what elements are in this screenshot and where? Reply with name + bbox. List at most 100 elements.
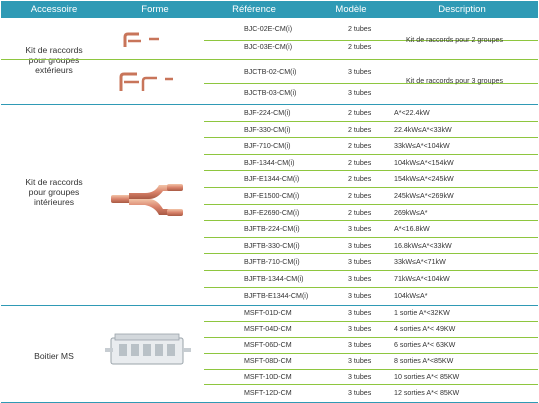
reference-cell: BJF-E1500-CM(i) <box>244 192 300 200</box>
description-cell: 4 sorties A*< 49KW <box>394 324 456 333</box>
header-reference: Référence <box>232 4 276 15</box>
reference-cell: BJF-224-CM(i) <box>244 109 291 117</box>
model-cell: 3 tubes <box>348 275 372 283</box>
merged-description-3-groups: Kit de raccords pour 3 groupes <box>406 77 504 85</box>
model-cell: 2 tubes <box>348 208 372 217</box>
accessory-line: Kit de raccords <box>25 177 83 187</box>
model-cell: 3 tubes <box>348 388 372 397</box>
description-cell: 104kW≤A*<154kW <box>394 158 454 167</box>
description-cell: 16.8kW≤A*<33kW <box>394 241 452 250</box>
accessory-outdoor-label: Kit de raccords pour groupes extérieurs <box>1 45 107 75</box>
table-row: BJF-710-CM(i) 2 tubes 33kW≤A*<104kW <box>204 138 538 155</box>
reference-cell: BJFTB-710-CM(i) <box>244 258 300 267</box>
model-cell: 3 tubes <box>348 258 372 267</box>
table-row: MSFT-12D-CM 3 tubes 12 sorties A*< 85KW <box>204 386 538 401</box>
description-cell: 71kW≤A*<104kW <box>394 275 450 283</box>
model-cell: 3 tubes <box>348 89 372 97</box>
table-row: MSFT-01D-CM 3 tubes 1 sortie A*<32KW <box>204 306 538 322</box>
reference-cell: BJF-710-CM(i) <box>244 142 291 151</box>
header-accessoire: Accessoire <box>30 4 78 15</box>
reference-cell: BJCTB-03-CM(i) <box>244 89 297 97</box>
table-header: Accessoire Forme Référence Modèle Descri… <box>1 1 538 18</box>
description-cell: 8 sorties A*<85KW <box>394 356 454 365</box>
model-cell: 2 tubes <box>348 175 372 184</box>
group-outdoor-kits: Kit de raccords pour groupes extérieurs … <box>1 19 538 105</box>
description-cell: A*<22.4kW <box>394 109 430 117</box>
accessory-line: pour groupes <box>28 55 80 65</box>
table-row: BJC-03E-CM(i) 2 tubes <box>204 40 538 59</box>
description-cell: 12 sorties A*< 85KW <box>394 388 460 397</box>
accessory-line: Kit de raccords <box>25 45 83 55</box>
model-cell: 3 tubes <box>348 241 372 250</box>
reference-cell: BJF-E2690-CM(i) <box>244 208 300 217</box>
model-cell: 3 tubes <box>348 340 372 349</box>
accessory-indoor-label: Kit de raccords pour groupes intérieures <box>1 177 107 207</box>
indoor-branch-joint-image <box>111 184 183 216</box>
table-row: BJF-224-CM(i) 2 tubes A*<22.4kW <box>204 105 538 122</box>
accessory-ms-label: Boitier MS <box>1 351 107 361</box>
description-cell: 10 sorties A*< 85KW <box>394 372 460 381</box>
table-row: BJC-02E-CM(i) 2 tubes <box>204 19 538 41</box>
model-cell: 2 tubes <box>348 109 372 117</box>
accessory-line: intérieures <box>33 197 75 207</box>
reference-cell: MSFT-12D-CM <box>244 388 292 397</box>
reference-cell: BJCTB-02-CM(i) <box>244 68 297 76</box>
reference-cell: BJFTB-E1344-CM(i) <box>244 291 309 300</box>
description-cell: 245kW≤A*<269kW <box>394 192 454 200</box>
reference-cell: BJFTB-1344-CM(i) <box>244 275 304 283</box>
table-row: MSFT-10D-CM 3 tubes 10 sorties A*< 85KW <box>204 370 538 386</box>
model-cell: 3 tubes <box>348 68 372 76</box>
description-cell: A*<16.8kW <box>394 225 430 234</box>
description-cell: 154kW≤A*<245kW <box>394 175 454 184</box>
reference-cell: MSFT-06D-CM <box>244 340 292 349</box>
table-row: BJFTB-1344-CM(i) 3 tubes 71kW≤A*<104kW <box>204 271 538 288</box>
model-cell: 2 tubes <box>348 158 372 167</box>
reference-cell: MSFT-08D-CM <box>244 356 292 365</box>
table-row: MSFT-04D-CM 3 tubes 4 sorties A*< 49KW <box>204 322 538 338</box>
group-divider <box>1 59 538 60</box>
table-row: MSFT-06D-CM 3 tubes 6 sorties A*< 63KW <box>204 338 538 354</box>
outdoor-2-pipe-joint-image <box>123 32 159 47</box>
reference-cell: BJF-330-CM(i) <box>244 125 291 134</box>
model-cell: 3 tubes <box>348 324 372 333</box>
description-cell: 6 sorties A*< 63KW <box>394 340 456 349</box>
description-cell: 104kW≤A* <box>394 291 428 300</box>
reference-cell: BJC-02E-CM(i) <box>244 25 293 33</box>
model-cell: 3 tubes <box>348 372 372 381</box>
table-row: BJF-330-CM(i) 2 tubes 22.4kW≤A*<33kW <box>204 122 538 139</box>
model-cell: 2 tubes <box>348 125 372 134</box>
description-cell: 1 sortie A*<32KW <box>394 309 450 317</box>
model-cell: 3 tubes <box>348 356 372 365</box>
merged-description-2-groups: Kit de raccords pour 2 groupes <box>406 36 504 44</box>
model-cell: 3 tubes <box>348 225 372 234</box>
model-cell: 2 tubes <box>348 142 372 151</box>
header-modele: Modèle <box>335 4 367 15</box>
table-row: MSFT-08D-CM 3 tubes 8 sorties A*<85KW <box>204 354 538 370</box>
accessory-line: pour groupes <box>28 187 80 197</box>
description-cell: 33kW≤A*<104kW <box>394 142 450 151</box>
table-row: BJCTB-03-CM(i) 3 tubes <box>204 83 538 104</box>
accessory-line: Boitier MS <box>34 351 74 361</box>
reference-cell: MSFT-01D-CM <box>244 309 292 317</box>
group-indoor-kits: Kit de raccords pour groupes intérieures… <box>1 105 538 306</box>
description-cell: 33kW≤A*<71kW <box>394 258 446 267</box>
reference-cell: BJC-03E-CM(i) <box>244 43 293 51</box>
group-ms-box: Boitier MS MSFT-01D-CM 3 tubes 1 sortie A*… <box>1 306 538 403</box>
accessory-line: extérieurs <box>35 65 73 75</box>
table-row: BJCTB-02-CM(i) 3 tubes <box>204 60 538 84</box>
model-cell: 2 tubes <box>348 25 372 33</box>
ms-box-image <box>105 333 191 365</box>
model-cell: 3 tubes <box>348 309 372 317</box>
description-cell: 22.4kW≤A*<33kW <box>394 125 452 134</box>
reference-cell: MSFT-04D-CM <box>244 324 292 333</box>
table-row: BJFTB-710-CM(i) 3 tubes 33kW≤A*<71kW <box>204 254 538 271</box>
header-description: Description <box>438 4 486 15</box>
reference-cell: MSFT-10D-CM <box>244 372 292 381</box>
